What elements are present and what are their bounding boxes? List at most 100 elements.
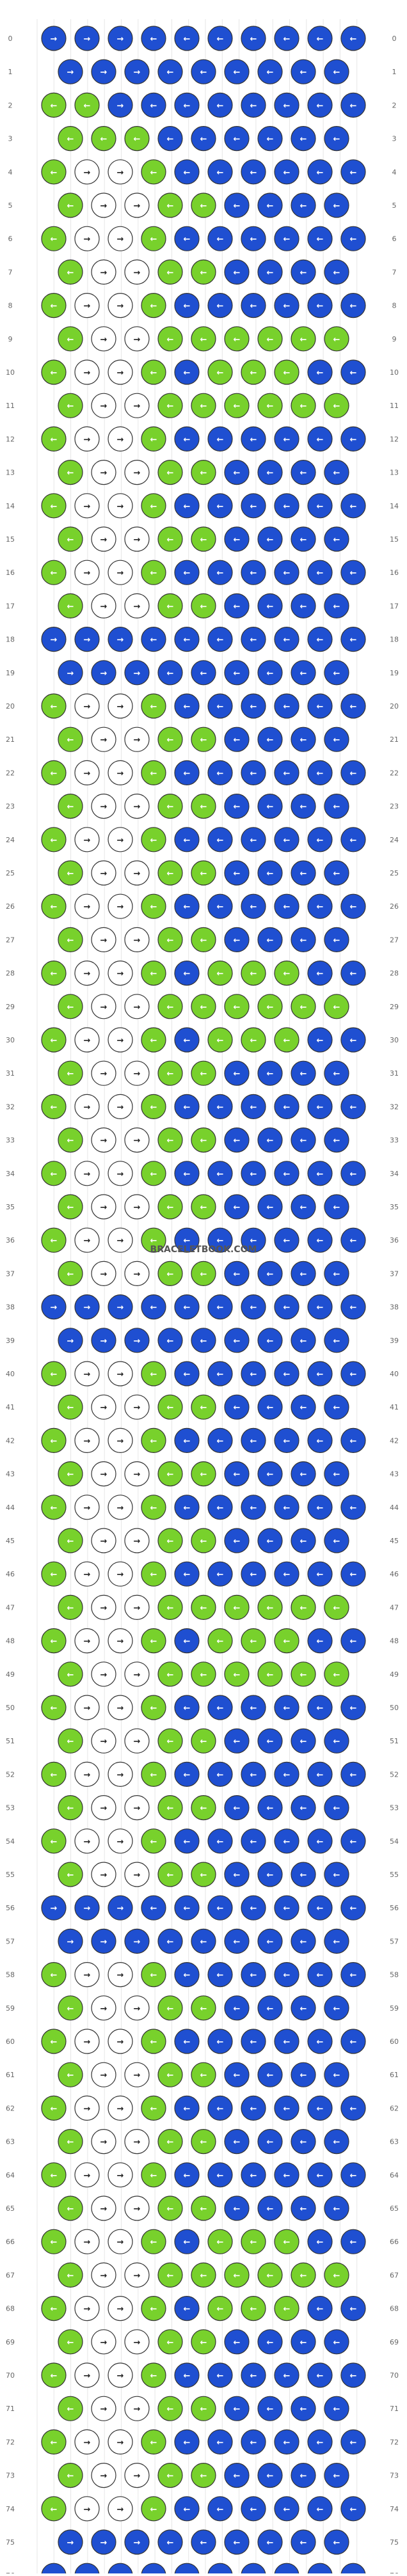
- row-label-left: 41: [6, 1403, 15, 1411]
- knot: →: [108, 1895, 133, 1920]
- knot-circle: [307, 1828, 333, 1854]
- knot-arrow: ←: [51, 1837, 58, 1847]
- knot-circle: [307, 693, 333, 719]
- knot: ←: [174, 626, 200, 652]
- knot: →: [108, 827, 133, 852]
- knot-arrow: ←: [184, 2171, 191, 2181]
- knot-arrow: ←: [167, 1737, 174, 1747]
- knot-circle: [307, 1427, 333, 1453]
- knot-arrow: ←: [200, 1337, 207, 1346]
- knot: →: [108, 1027, 133, 1053]
- knot-arrow: ←: [217, 302, 224, 311]
- knot-arrow: ←: [234, 1537, 241, 1546]
- knot: ←: [307, 1294, 333, 1320]
- knot: ←: [191, 2463, 216, 2488]
- knot-arrow: ←: [267, 602, 274, 611]
- knot-arrow: ←: [51, 702, 58, 712]
- knot-arrow: ←: [234, 535, 241, 545]
- knot: ←: [274, 2429, 299, 2454]
- knot-circle: [174, 226, 200, 251]
- knot: ←: [257, 526, 283, 552]
- knot-arrow: ←: [184, 1770, 191, 1780]
- knot-circle: [257, 1461, 283, 1487]
- knot: ←: [340, 1427, 366, 1453]
- knot-circle: [291, 793, 316, 819]
- knot-circle: [141, 1027, 166, 1053]
- knot-circle: [124, 2129, 150, 2155]
- knot: ←: [291, 1194, 316, 1220]
- knot-circle: [257, 726, 283, 752]
- knot: ←: [291, 2329, 316, 2355]
- knot-circle: [324, 1928, 349, 1954]
- knot-arrow: ←: [200, 602, 207, 611]
- knot: ←: [324, 2396, 349, 2421]
- knot-circle: [141, 1962, 166, 1988]
- knot-arrow: ←: [250, 2438, 257, 2447]
- knot-circle: [324, 126, 349, 152]
- knot-arrow: ←: [267, 1003, 274, 1012]
- knot: ←: [241, 1761, 266, 1787]
- knot-circle: [108, 2362, 133, 2388]
- knot-arrow: →: [134, 2472, 141, 2481]
- knot-arrow: →: [84, 1303, 91, 1313]
- knot-arrow: ←: [350, 1570, 357, 1580]
- knot: ←: [274, 426, 299, 452]
- knot: ←: [58, 927, 83, 953]
- knot: →: [91, 526, 116, 552]
- knot: →: [108, 760, 133, 786]
- knot-circle: [241, 2095, 266, 2121]
- knot-arrow: →: [117, 2038, 124, 2047]
- row-label-left: 11: [6, 402, 15, 410]
- knot: ←: [340, 2095, 366, 2121]
- knot: ←: [324, 2195, 349, 2221]
- knot: ←: [41, 1427, 67, 1453]
- knot-arrow: ←: [51, 769, 58, 778]
- knot-arrow: ←: [51, 435, 58, 444]
- knot: ←: [324, 2463, 349, 2488]
- knot: ←: [291, 1795, 316, 1821]
- knot: ←: [191, 1261, 216, 1287]
- knot-arrow: ←: [350, 1904, 357, 1913]
- knot: →: [74, 626, 100, 652]
- knot-circle: [191, 259, 216, 285]
- knot-circle: [91, 994, 116, 1019]
- knot-arrow: ←: [250, 769, 257, 778]
- knot-circle: [340, 1027, 366, 1053]
- row-label-right: 44: [390, 1504, 399, 1512]
- knot: ←: [340, 426, 366, 452]
- knot-arrow: ←: [300, 1670, 307, 1680]
- knot: ←: [207, 693, 233, 719]
- knot-arrow: ←: [234, 1203, 241, 1213]
- knot-arrow: ←: [184, 970, 191, 979]
- knot-arrow: →: [117, 2438, 124, 2447]
- knot-circle: [257, 1394, 283, 1420]
- knot: ←: [257, 2195, 283, 2221]
- knot-arrow: ←: [333, 1003, 340, 1012]
- knot-arrow: →: [67, 2538, 74, 2548]
- knot-circle: [124, 593, 150, 619]
- knot-arrow: ←: [250, 1504, 257, 1513]
- knot-arrow: ←: [200, 68, 207, 77]
- knot: ←: [141, 1227, 166, 1253]
- knot: ←: [224, 2062, 250, 2087]
- knot: →: [124, 2529, 150, 2555]
- knot-arrow: ←: [333, 2472, 340, 2481]
- knot-arrow: →: [84, 168, 91, 178]
- knot-arrow: ←: [217, 569, 224, 578]
- knot-circle: [41, 893, 67, 919]
- knot-arrow: ←: [67, 735, 74, 745]
- row-label-left: 51: [6, 1737, 15, 1745]
- knot: →: [74, 493, 100, 519]
- knot-circle: [108, 1294, 133, 1320]
- knot: ←: [291, 459, 316, 485]
- row-label-left: 44: [6, 1504, 15, 1512]
- knot: ←: [157, 1060, 183, 1086]
- knot-circle: [74, 159, 100, 185]
- knot-arrow: ←: [234, 469, 241, 478]
- knot-circle: [157, 2529, 183, 2555]
- knot-arrow: ←: [350, 569, 357, 578]
- knot: →: [91, 726, 116, 752]
- knot-arrow: →: [100, 2405, 108, 2414]
- knot-arrow: ←: [283, 1370, 291, 1379]
